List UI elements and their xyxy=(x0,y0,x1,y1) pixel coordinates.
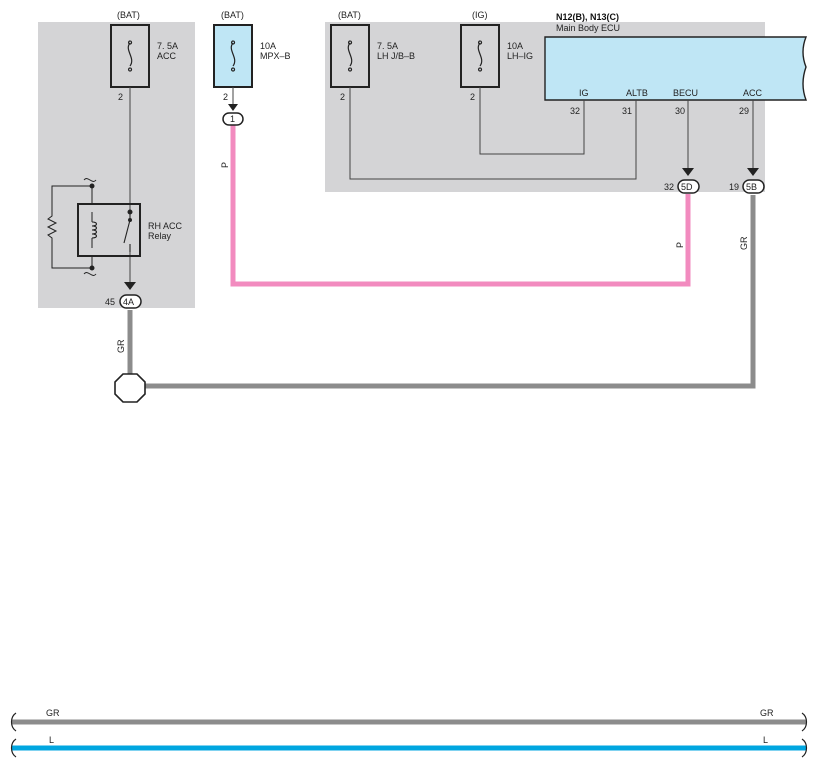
wire-gr xyxy=(127,195,756,389)
fuse-mpxb-pin: 2 xyxy=(223,92,228,102)
wire-label-gr-left: GR xyxy=(116,339,126,353)
fuse-mpxb-rating: 10A xyxy=(260,41,276,51)
ecu-pin-acc: 29 xyxy=(739,106,749,116)
ecu-terminal-altb: ALTB xyxy=(626,88,648,98)
rh-acc-relay xyxy=(46,178,141,276)
fuse-mpxb-source: (BAT) xyxy=(221,10,244,20)
fuse-acc-source: (BAT) xyxy=(117,10,140,20)
bottom-wire-gr-label-right: GR xyxy=(760,708,774,718)
connector-4a xyxy=(119,282,142,309)
connector-5b-label: 5B xyxy=(746,182,757,192)
wire-label-gr-right: GR xyxy=(739,236,749,250)
fuse-lhjb-name: LH J/B–B xyxy=(377,51,415,61)
ecu-pin-altb: 31 xyxy=(622,106,632,116)
connector-5d-label: 5D xyxy=(681,182,693,192)
fuse-lhig-symbol xyxy=(477,40,483,72)
wire-label-p-left: P xyxy=(220,162,230,168)
fuse-lhig-rating: 10A xyxy=(507,41,523,51)
connector-1-label: 1 xyxy=(230,114,235,124)
ecu-pin-ig: 32 xyxy=(570,106,580,116)
fuse-lhjb-symbol xyxy=(347,40,353,72)
connector-4a-pin: 45 xyxy=(105,297,115,307)
connector-5b-pin: 19 xyxy=(729,182,739,192)
bottom-wire-gr xyxy=(10,712,808,732)
connector-5b xyxy=(742,168,765,194)
fuse-lhig-source: (IG) xyxy=(472,10,488,20)
bottom-wire-gr-label-left: GR xyxy=(46,708,60,718)
wire-p xyxy=(230,125,691,287)
wire-label-p-right: P xyxy=(675,242,685,248)
bottom-wire-l xyxy=(10,738,808,758)
relay-block-panel xyxy=(38,22,195,308)
ecu-terminal-ig: IG xyxy=(579,88,589,98)
fuse-mpxb-symbol xyxy=(230,40,236,72)
connector-1 xyxy=(222,104,244,126)
fuse-acc-name: ACC xyxy=(157,51,177,61)
fuse-acc-rating: 7. 5A xyxy=(157,41,178,51)
fuse-acc-symbol xyxy=(127,40,133,72)
ecu-terminal-becu: BECU xyxy=(673,88,698,98)
internal-wires xyxy=(129,87,754,282)
bottom-wire-l-label-left: L xyxy=(49,735,54,745)
relay-name-line2: Relay xyxy=(148,231,172,241)
ecu-code: N12(B), N13(C) xyxy=(556,12,619,22)
fuse-lhjb-source: (BAT) xyxy=(338,10,361,20)
fuse-lhig-pin: 2 xyxy=(470,92,475,102)
fuse-lhig-name: LH–IG xyxy=(507,51,533,61)
ecu-terminal-acc: ACC xyxy=(743,88,763,98)
fuse-acc-pin: 2 xyxy=(118,92,123,102)
splice-point xyxy=(114,373,146,403)
ecu-name: Main Body ECU xyxy=(556,23,620,33)
ecu-pin-becu: 30 xyxy=(675,106,685,116)
fuse-lhjb-pin: 2 xyxy=(340,92,345,102)
fuse-mpxb-name: MPX–B xyxy=(260,51,291,61)
bottom-wire-l-label-right: L xyxy=(763,735,768,745)
fuse-mpxb xyxy=(213,24,253,88)
connector-5d-pin: 32 xyxy=(664,182,674,192)
main-body-ecu-box xyxy=(544,36,808,101)
connector-4a-label: 4A xyxy=(123,297,134,307)
connector-5d xyxy=(677,168,700,194)
fuse-lhjb-rating: 7. 5A xyxy=(377,41,398,51)
relay-name-line1: RH ACC xyxy=(148,221,183,231)
